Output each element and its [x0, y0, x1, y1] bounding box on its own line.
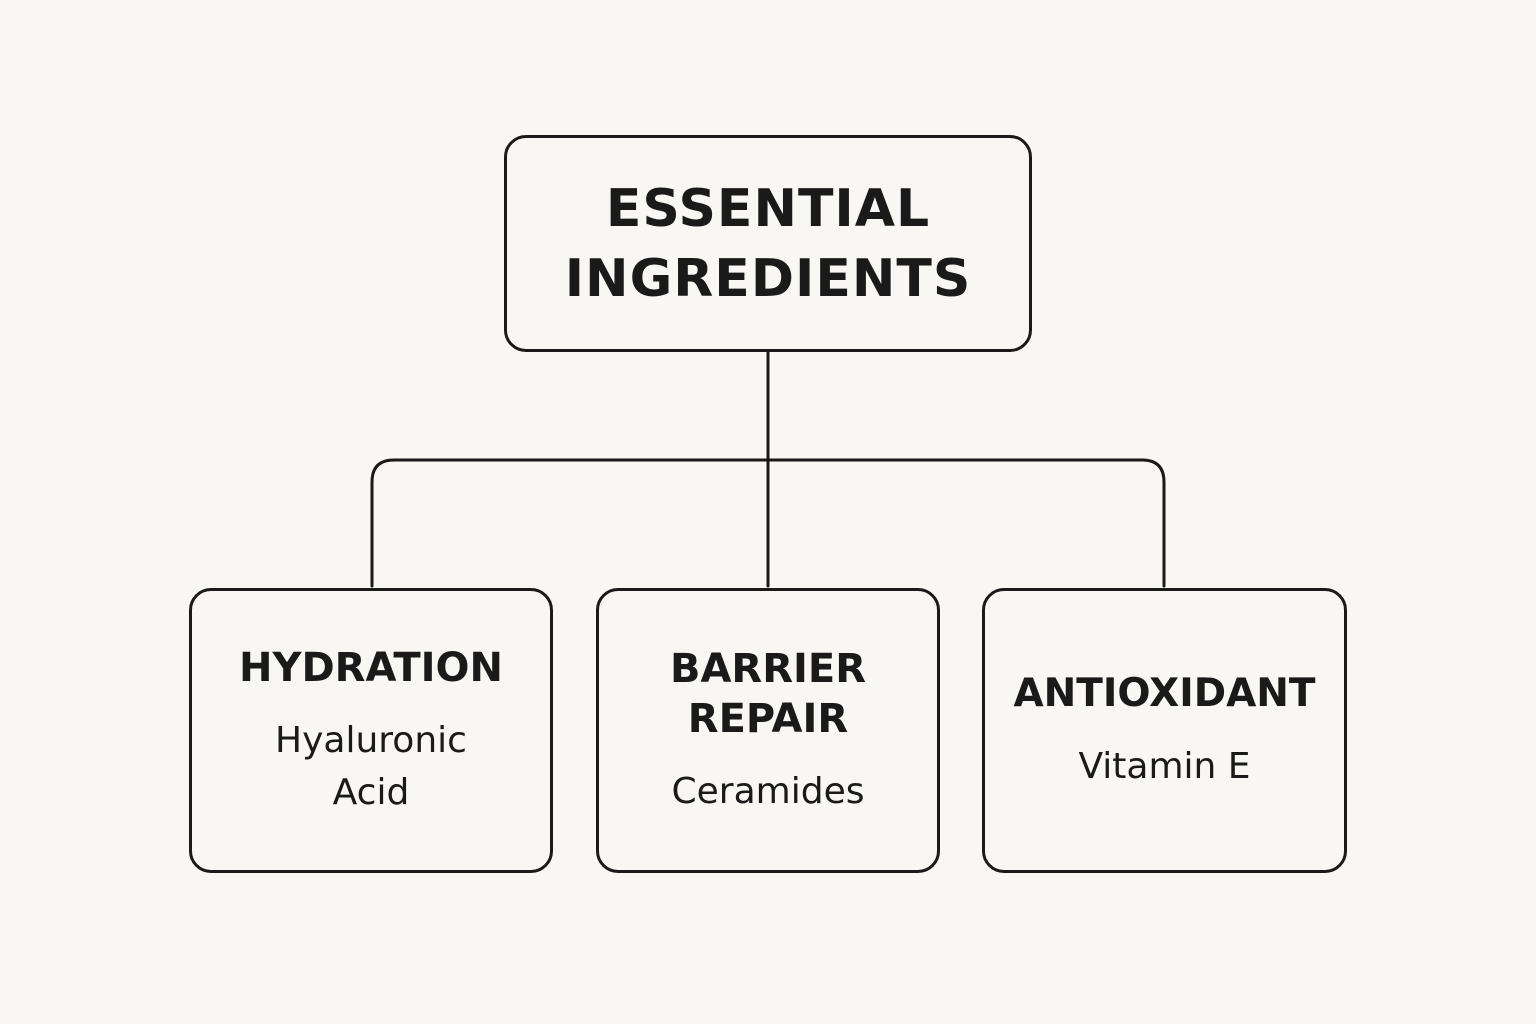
node-hydration: HYDRATION Hyaluronic Acid: [189, 588, 553, 873]
node-title: ANTIOXIDANT: [1013, 670, 1316, 716]
node-title: HYDRATION: [239, 644, 503, 691]
node-detail: Ceramides: [671, 770, 865, 812]
node-title: BARRIER REPAIR: [669, 645, 867, 742]
node-detail: Vitamin E: [1078, 745, 1251, 787]
node-detail: Hyaluronic Acid: [275, 719, 467, 813]
node-antioxidant: ANTIOXIDANT Vitamin E: [982, 588, 1347, 873]
branch-connector: [370, 458, 1166, 588]
root-title: ESSENTIAL INGREDIENTS: [564, 178, 972, 309]
root-node: ESSENTIAL INGREDIENTS: [504, 135, 1032, 352]
node-barrier-repair: BARRIER REPAIR Ceramides: [596, 588, 940, 873]
